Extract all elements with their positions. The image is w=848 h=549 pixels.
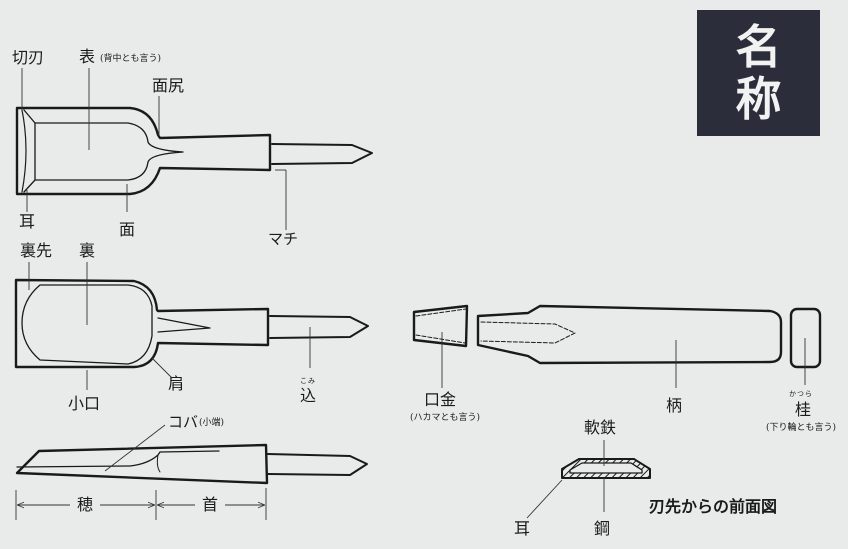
label-kubi: 首	[202, 495, 219, 514]
chisel-back-view	[14, 278, 369, 369]
title-block: 名 称	[697, 10, 820, 136]
label-kiriha: 切刃	[12, 48, 45, 67]
label-katsura: 桂	[795, 400, 812, 419]
label-katsura-note: (下り輪とも言う)	[766, 423, 837, 433]
label-ura: 裏	[79, 241, 96, 260]
label-kuchigane: 口金	[424, 390, 457, 409]
label-katsura-ruby: かつら	[789, 390, 813, 398]
title-char-1: 名	[735, 20, 782, 74]
label-e: 柄	[666, 396, 683, 415]
label-mimi-section: 耳	[514, 519, 531, 538]
label-koguchi: 小口	[68, 394, 101, 413]
chisel-top-view	[15, 106, 373, 196]
label-tsurajiri: 面尻	[152, 76, 185, 95]
chisel-side-view	[15, 443, 368, 485]
label-mimi-top: 耳	[19, 212, 36, 231]
label-nanetsu: 軟鉄	[584, 418, 617, 437]
label-komi-ruby: こみ	[300, 377, 316, 385]
title-char-2: 称	[735, 72, 782, 126]
handle-parts	[412, 304, 822, 369]
label-kuchigane-note: (ハカマとも言う)	[410, 413, 481, 423]
label-machi: マチ	[268, 230, 299, 248]
label-kata: 肩	[168, 374, 185, 393]
label-omote: 表	[79, 47, 96, 66]
label-koba: コバ	[168, 413, 199, 431]
label-ho: 穂	[77, 495, 94, 514]
cross-section	[561, 458, 651, 479]
label-komi: 込	[300, 386, 317, 405]
label-urasaki: 裏先	[20, 241, 53, 260]
cross-section-caption: 刃先からの前面図	[649, 497, 778, 516]
label-omote-note: (背中とも言う)	[100, 54, 162, 64]
label-koba-note: (小端)	[199, 418, 225, 428]
label-tsura: 面	[119, 220, 136, 239]
label-hagane: 鋼	[594, 519, 611, 538]
